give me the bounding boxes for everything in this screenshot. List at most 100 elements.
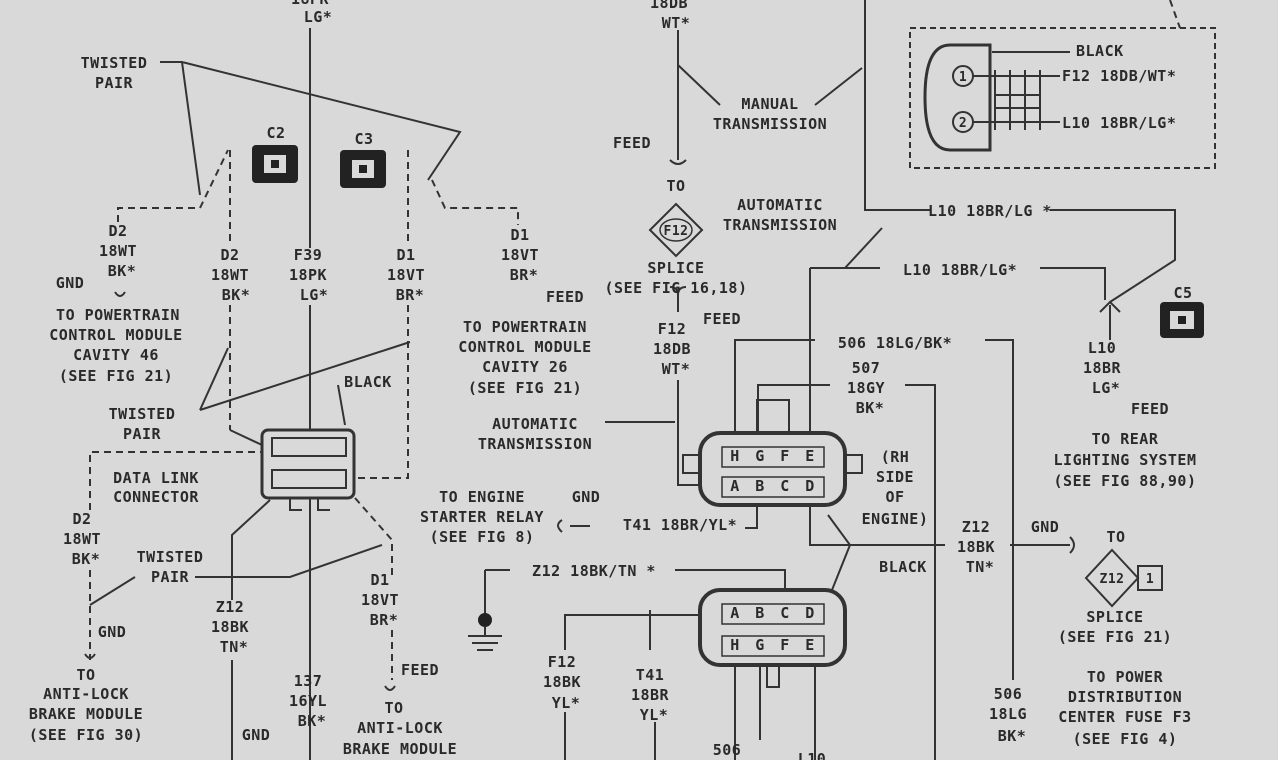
destination-label: ANTI-LOCK [357, 719, 443, 737]
destination-label: BRAKE MODULE [29, 705, 143, 723]
splice-id: F12 [664, 224, 689, 239]
destination-label: ANTI-LOCK [43, 685, 129, 703]
wire-label: LG* [304, 8, 333, 26]
destination-label: TO [76, 666, 95, 684]
pin-number: 1 [959, 70, 967, 85]
wire-label: Z12 18BK/TN * [532, 562, 656, 580]
pin-letter: H [730, 447, 740, 465]
note-label: TRANSMISSION [723, 216, 837, 234]
wire-label: 506 [994, 685, 1023, 703]
connector-label: C2 [266, 124, 285, 142]
pin-number: 1 [1146, 572, 1154, 587]
destination-label: CAVITY 26 [482, 358, 568, 376]
pin-letter: F [780, 636, 790, 654]
pin-letter: A [730, 604, 740, 622]
connector-label: C5 [1173, 284, 1192, 302]
wire-label: 18BR [1083, 359, 1122, 377]
wire-label: TN* [220, 638, 249, 656]
destination-label: CENTER FUSE F3 [1058, 708, 1191, 726]
wire-label: 18VT [501, 246, 539, 264]
connector-c3-icon [340, 150, 386, 188]
note-label: AUTOMATIC [737, 196, 823, 214]
splice-ref: (SEE FIG 16,18) [605, 279, 748, 297]
wire-label: BK* [222, 286, 251, 304]
pin-number: 2 [959, 116, 967, 131]
wire-label: BK* [72, 550, 101, 568]
pin-letter: H [730, 636, 740, 654]
data-link-connector-icon [260, 428, 356, 511]
to-label: TO [1106, 528, 1125, 546]
feed-label: FEED [703, 310, 741, 328]
destination-label: (SEE FIG 8) [430, 528, 535, 546]
destination-label: LIGHTING SYSTEM [1054, 451, 1197, 469]
wire-label: D2 [220, 246, 239, 264]
splice-z12-icon [1084, 548, 1163, 608]
ground-icon [468, 613, 502, 651]
inset-connector-box [909, 0, 1216, 169]
wire-label: 18BK [211, 618, 249, 636]
wire-label: 18BK [957, 538, 995, 556]
splice-id: Z12 [1100, 572, 1125, 587]
gnd-label: GND [98, 623, 127, 641]
splice-label: SPLICE [647, 259, 704, 277]
note-label: AUTOMATIC [492, 415, 578, 433]
pin-letter: D [805, 477, 815, 495]
destination-label: (SEE FIG 21) [468, 379, 582, 397]
splice-f12-icon [648, 202, 704, 258]
gnd-label: GND [572, 488, 601, 506]
wire-label: Z12 [962, 518, 991, 536]
pin-letter: D [805, 604, 815, 622]
wire-label: 18PK [291, 0, 329, 8]
wire-label: Z12 [216, 598, 245, 616]
labels-right: 18DB WT* FEED TO MANUAL TRANSMISSION AUT… [605, 0, 1197, 748]
twisted-pair-label: TWISTED [81, 54, 148, 72]
connector-pins: H G F E A B C D A B C D H G F E [730, 447, 815, 654]
wire-label: D2 [108, 222, 127, 240]
destination-label: TO POWERTRAIN [56, 306, 180, 324]
wire-label: YL* [552, 694, 581, 712]
destination-label: TO [384, 699, 403, 717]
destination-label: (SEE FIG 30) [29, 726, 143, 744]
wire-label: D1 [396, 246, 415, 264]
pin-letter: C [780, 604, 790, 622]
pin-letter: B [755, 477, 765, 495]
splice-label: SPLICE [1086, 608, 1143, 626]
wires-right [484, 0, 1176, 760]
destination-label: TO ENGINE [439, 488, 525, 506]
wire-label: 18WT [63, 530, 101, 548]
wire-label: BK* [108, 262, 137, 280]
destination-label: CONTROL MODULE [458, 338, 591, 356]
color-label: BLACK [344, 373, 392, 391]
wire-label: L10 18BR/LG* [1062, 114, 1176, 132]
pin-letter: A [730, 477, 740, 495]
wire-label: T41 [636, 666, 665, 684]
wire-label: BR* [396, 286, 425, 304]
wire-label: L10 [1088, 339, 1117, 357]
note-label: TRANSMISSION [713, 115, 827, 133]
wire-label: WT* [662, 360, 691, 378]
wire-label: 137 [294, 672, 323, 690]
wire-label: 18PK [289, 266, 327, 284]
color-label: BLACK [879, 558, 927, 576]
wire-label: 18VT [361, 591, 399, 609]
gnd-label: GND [56, 274, 85, 292]
wires-left [84, 28, 519, 760]
wire-label: 506 [713, 741, 742, 759]
connector-c5-icon [1160, 302, 1204, 338]
twisted-pair-label: TWISTED [109, 405, 176, 423]
location-label: OF [885, 488, 904, 506]
feed-label: FEED [1131, 400, 1169, 418]
wire-label: 506 18LG/BK* [838, 334, 952, 352]
location-label: SIDE [876, 468, 914, 486]
pin-letter: E [805, 447, 815, 465]
engine-connector-lower-icon [698, 588, 847, 688]
wire-label: D1 [370, 571, 389, 589]
pin-letter: C [780, 477, 790, 495]
wire-label: 18DB [653, 340, 691, 358]
wire-label: LG* [1092, 379, 1121, 397]
destination-label: (SEE FIG 88,90) [1054, 472, 1197, 490]
color-label: BLACK [1076, 42, 1124, 60]
wire-label: 507 [852, 359, 881, 377]
pin-letter: F [780, 447, 790, 465]
wire-label: 18DB [650, 0, 688, 12]
